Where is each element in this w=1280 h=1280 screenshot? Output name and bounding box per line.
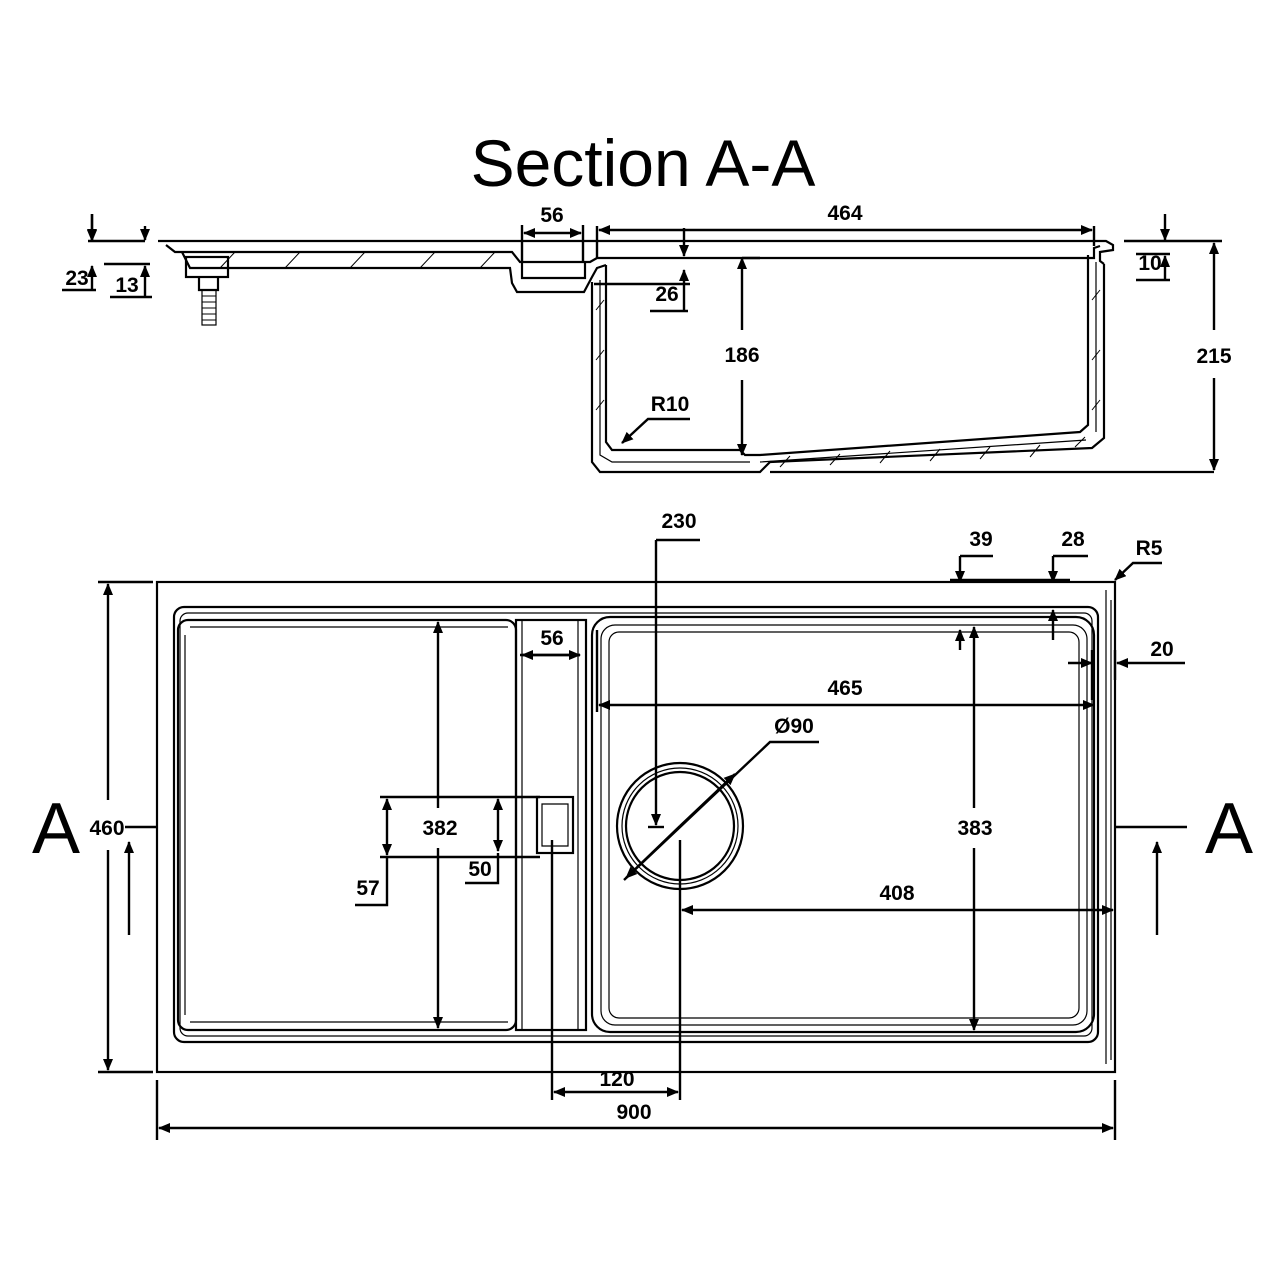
dim-r5: R5 (1136, 537, 1163, 560)
dim-23: 23 (65, 267, 88, 290)
dim-13: 13 (115, 274, 138, 297)
dim-26: 26 (655, 283, 678, 306)
dim-50: 50 (468, 858, 491, 881)
section-mark-left: A (32, 789, 157, 935)
section-mark-right-letter: A (1205, 789, 1253, 869)
dim-460: 460 (89, 817, 124, 840)
plan-bowl-inner (600, 624, 1088, 1026)
dim-230: 230 (661, 510, 696, 533)
section-mark-right: A (1115, 789, 1253, 935)
section-waste-fitting (184, 255, 230, 279)
dim-464: 464 (827, 202, 862, 225)
plan-view: 230 39 28 R5 20 56 465 Ø90 (89, 510, 1185, 1140)
section-channel (520, 262, 587, 280)
dim-28: 28 (1061, 528, 1085, 551)
plan-bowl-outer (590, 615, 1096, 1034)
page-title: Section A-A (471, 126, 816, 200)
dim-900: 900 (616, 1101, 651, 1124)
section-view: 23 13 56 464 26 186 R10 10 215 (62, 202, 1232, 474)
dim-120: 120 (599, 1068, 634, 1091)
plan-inner-rim (172, 605, 1100, 1044)
dim-465: 465 (827, 677, 862, 700)
dim-56-section: 56 (540, 204, 563, 227)
dim-39: 39 (969, 528, 992, 551)
section-drainer (181, 251, 607, 294)
dim-10: 10 (1138, 252, 1161, 275)
dim-57: 57 (356, 877, 379, 900)
dim-d90: Ø90 (774, 715, 814, 738)
dim-r10: R10 (651, 393, 690, 416)
section-mark-left-letter: A (32, 789, 80, 869)
dim-215: 215 (1196, 345, 1231, 368)
section-bowl-outer (590, 264, 1106, 474)
dim-20: 20 (1150, 638, 1173, 661)
dim-186: 186 (724, 344, 759, 367)
plan-overflow (535, 795, 575, 855)
dim-408: 408 (879, 882, 914, 905)
dim-56-plan: 56 (540, 627, 563, 650)
section-rim (158, 239, 1115, 265)
dim-383: 383 (957, 817, 992, 840)
plan-drainer (176, 618, 518, 1032)
dim-382: 382 (422, 817, 457, 840)
